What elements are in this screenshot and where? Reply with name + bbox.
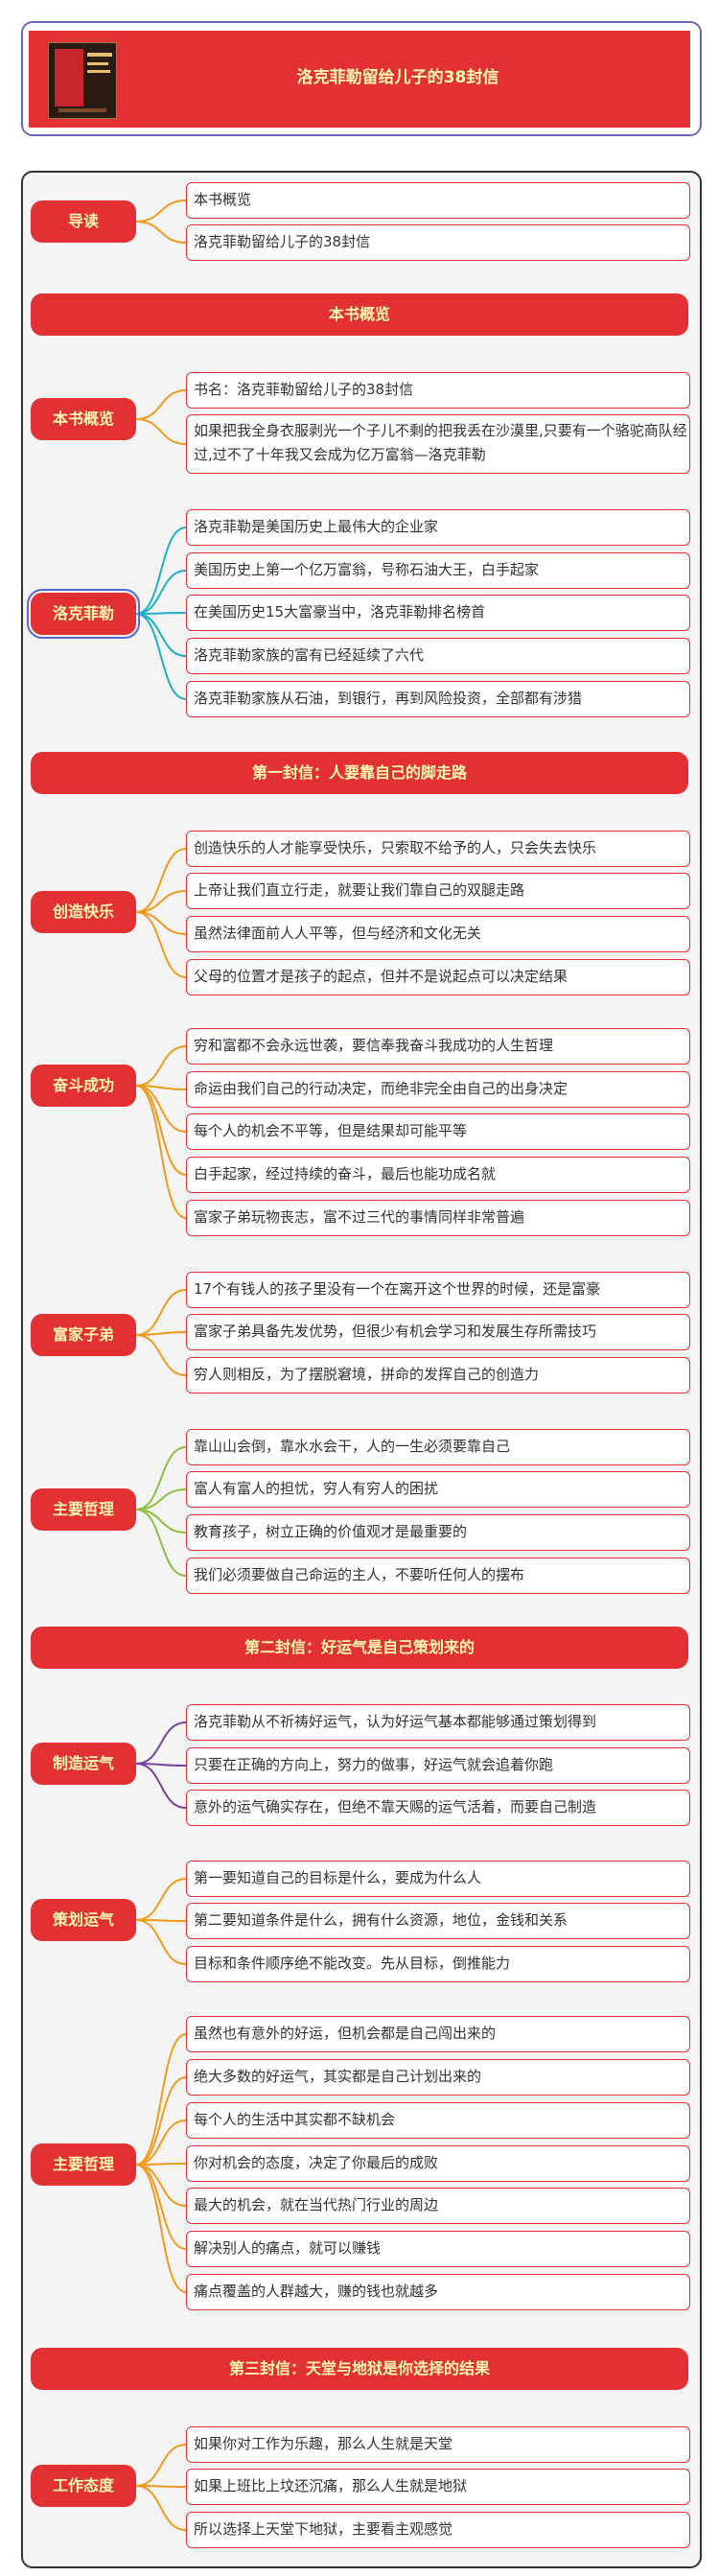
connector-line <box>135 612 187 615</box>
connector-line <box>135 613 187 657</box>
branch-item[interactable]: 只要在正确的方向上，努力的做事，好运气就会追着你跑 <box>186 1747 690 1784</box>
connector-line <box>135 848 187 913</box>
branch-item[interactable]: 虽然也有意外的好运，但机会都是自己闯出来的 <box>186 2016 690 2052</box>
topic-node[interactable]: 洛克菲勒 <box>27 589 140 639</box>
page-title: 洛克菲勒留给儿子的38封信 <box>296 68 499 87</box>
connector-line <box>135 1763 187 1809</box>
connector-line <box>135 2164 187 2293</box>
connector-line <box>135 1045 187 1087</box>
connector-line <box>135 2444 187 2487</box>
connector-line <box>135 199 187 222</box>
connector-line <box>135 570 187 615</box>
connector-line <box>135 613 187 700</box>
branch-item[interactable]: 17个有钱人的孩子里没有一个在离开这个世界的时候，还是富豪 <box>186 1272 690 1308</box>
branch-item[interactable]: 富家子弟玩物丧志，富不过三代的事情同样非常普遍 <box>186 1200 690 1236</box>
connector-line <box>135 1085 187 1219</box>
connector-line <box>135 1721 187 1765</box>
branch-item[interactable]: 创造快乐的人才能享受快乐，只索取不给予的人，只会失去快乐 <box>186 831 690 867</box>
branch-item[interactable]: 如果你对工作为乐趣，那么人生就是天堂 <box>186 2426 690 2463</box>
topic-node[interactable]: 制造运气 <box>31 1743 136 1785</box>
branch-item[interactable]: 虽然法律面前人人平等，但与经济和文化无关 <box>186 916 690 952</box>
connector-line <box>135 1919 187 1965</box>
branch-item[interactable]: 洛克菲勒从不祈祷好运气，认为好运气基本都能够通过策划得到 <box>186 1704 690 1741</box>
topic-node[interactable]: 工作态度 <box>31 2465 136 2507</box>
connector-line <box>135 2076 187 2166</box>
topic-node[interactable]: 主要哲理 <box>31 2143 136 2186</box>
branch-item[interactable]: 你对机会的态度，决定了你最后的成败 <box>186 2145 690 2182</box>
branch-item[interactable]: 最大的机会，就在当代热门行业的周边 <box>186 2188 690 2224</box>
connector-line <box>135 1085 187 1133</box>
connector-line <box>135 1878 187 1921</box>
connector-line <box>135 418 187 445</box>
connector-line <box>135 1289 187 1336</box>
branch-item[interactable]: 意外的运气确实存在，但绝不靠天赐的运气活着，而要自己制造 <box>186 1790 690 1826</box>
connector-line <box>135 1488 187 1510</box>
connector-line <box>135 2164 187 2207</box>
branch-item[interactable]: 如果把我全身衣服剥光一个子儿不剩的把我丢在沙漠里,只要有一个骆驼商队经过,过不了… <box>186 414 690 474</box>
branch-item[interactable]: 命运由我们自己的行动决定，而绝非完全由自己的出身决定 <box>186 1071 690 1108</box>
topic-node[interactable]: 富家子弟 <box>31 1314 136 1356</box>
branch-item[interactable]: 书名：洛克菲勒留给儿子的38封信 <box>186 372 690 409</box>
section-header[interactable]: 第一封信：人要靠自己的脚走路 <box>31 752 688 794</box>
connector-line <box>135 389 187 420</box>
topic-node[interactable]: 奋斗成功 <box>31 1065 136 1107</box>
connector-line <box>135 221 187 244</box>
branch-item[interactable]: 如果上班比上坟还沉痛，那么人生就是地狱 <box>186 2469 690 2505</box>
connector-line <box>135 2033 187 2166</box>
branch-item[interactable]: 洛克菲勒家族的富有已经延续了六代 <box>186 638 690 674</box>
branch-item[interactable]: 上帝让我们直立行走，就要让我们靠自己的双腿走路 <box>186 873 690 909</box>
connector-line <box>135 911 187 978</box>
topic-node[interactable]: 策划运气 <box>31 1899 136 1941</box>
connector-line <box>135 1509 187 1577</box>
section-header[interactable]: 第二封信：好运气是自己策划来的 <box>31 1627 688 1669</box>
branch-item[interactable]: 解决别人的痛点，就可以赚钱 <box>186 2231 690 2267</box>
connector-line <box>135 911 187 935</box>
section-header[interactable]: 本书概览 <box>31 293 688 336</box>
branch-item[interactable]: 美国历史上第一个亿万富翁，号称石油大王，白手起家 <box>186 552 690 589</box>
branch-item[interactable]: 目标和条件顺序绝不能改变。先从目标，倒推能力 <box>186 1946 690 1982</box>
branch-item[interactable]: 靠山山会倒，靠水水会干，人的一生必须要靠自己 <box>186 1429 690 1465</box>
branch-item[interactable]: 教育孩子，树立正确的价值观才是最重要的 <box>186 1514 690 1551</box>
header-banner <box>29 31 690 128</box>
branch-item[interactable]: 穷人则相反，为了摆脱窘境，拼命的发挥自己的创造力 <box>186 1357 690 1393</box>
topic-node[interactable]: 本书概览 <box>31 398 136 440</box>
topic-node[interactable]: 导读 <box>31 200 136 243</box>
connector-line <box>135 2485 187 2531</box>
branch-item[interactable]: 本书概览 <box>186 182 690 219</box>
section-header[interactable]: 第三封信：天堂与地狱是你选择的结果 <box>31 2348 688 2390</box>
topic-node[interactable]: 创造快乐 <box>31 891 136 933</box>
branch-item[interactable]: 我们必须要做自己命运的主人，不要听任何人的摆布 <box>186 1557 690 1594</box>
branch-item[interactable]: 第二要知道条件是什么，拥有什么资源，地位，金钱和关系 <box>186 1903 690 1939</box>
branch-item[interactable]: 父母的位置才是孩子的起点，但并不是说起点可以决定结果 <box>186 959 690 995</box>
branch-item[interactable]: 洛克菲勒留给儿子的38封信 <box>186 224 690 261</box>
book-cover-icon <box>48 42 117 119</box>
branch-item[interactable]: 绝大多数的好运气，其实都是自己计划出来的 <box>186 2059 690 2096</box>
branch-item[interactable]: 所以选择上天堂下地狱，主要看主观感觉 <box>186 2512 690 2548</box>
connector-line <box>135 1446 187 1510</box>
branch-item[interactable]: 穷和富都不会永远世袭，要信奉我奋斗我成功的人生哲理 <box>186 1028 690 1065</box>
branch-item[interactable]: 每个人的机会不平等，但是结果却可能平等 <box>186 1113 690 1150</box>
branch-item[interactable]: 洛克菲勒家族从石油，到银行，再到风险投资，全部都有涉猎 <box>186 681 690 717</box>
branch-item[interactable]: 白手起家，经过持续的奋斗，最后也能功成名就 <box>186 1157 690 1193</box>
branch-item[interactable]: 富家子弟具备先发优势，但很少有机会学习和发展生存所需技巧 <box>186 1314 690 1350</box>
connector-line <box>135 527 187 615</box>
connector-line <box>135 2163 187 2166</box>
connector-line <box>135 890 187 913</box>
branch-item[interactable]: 洛克菲勒是美国历史上最伟大的企业家 <box>186 509 690 546</box>
branch-item[interactable]: 第一要知道自己的目标是什么，要成为什么人 <box>186 1861 690 1897</box>
branch-item[interactable]: 每个人的生活中其实都不缺机会 <box>186 2102 690 2139</box>
connector-line <box>135 1509 187 1534</box>
topic-node[interactable]: 主要哲理 <box>31 1488 136 1531</box>
connector-line <box>135 1334 187 1376</box>
branch-item[interactable]: 在美国历史15大富豪当中，洛克菲勒排名榜首 <box>186 595 690 631</box>
branch-item[interactable]: 痛点覆盖的人群越大，赚的钱也就越多 <box>186 2274 690 2310</box>
connector-line <box>135 2119 187 2166</box>
branch-item[interactable]: 富人有富人的担忧，穷人有穷人的困扰 <box>186 1471 690 1508</box>
connector-line <box>135 2164 187 2250</box>
